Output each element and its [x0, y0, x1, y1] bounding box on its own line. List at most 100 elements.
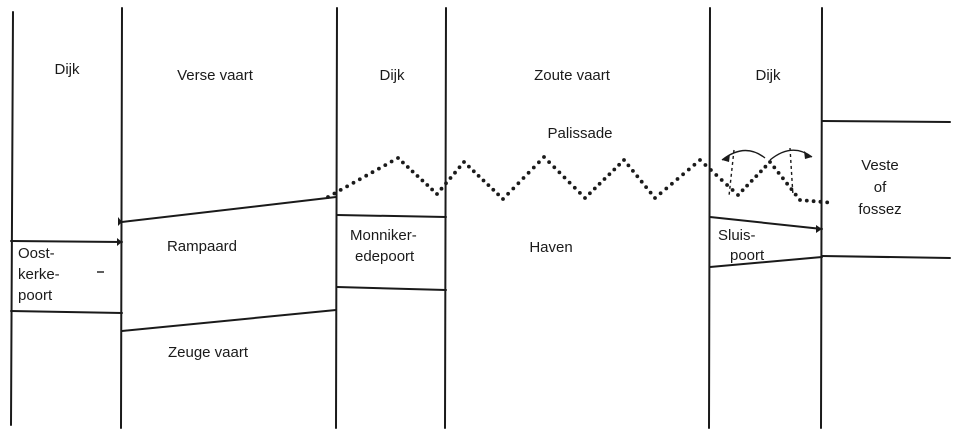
vertical-line-5: [708, 7, 711, 429]
palissade-dot: [420, 178, 425, 183]
vertical-line-4: [444, 7, 447, 429]
palissade-dot: [622, 158, 626, 162]
palissade-dot: [415, 174, 420, 178]
gate-arrow-left: [722, 154, 730, 162]
palissade-dot: [338, 188, 343, 192]
label-haven: Haven: [529, 239, 572, 256]
palissade-dot: [405, 165, 410, 169]
palissade-dot: [583, 196, 587, 200]
palissade-dot: [364, 173, 369, 178]
palissade-dot: [725, 183, 729, 187]
sluice-gates: [721, 147, 813, 197]
labels: Dijk Verse vaart Dijk Zoute vaart Dijk P…: [18, 61, 902, 361]
palissade-dot: [552, 165, 557, 170]
label-sluispoort-2: poort: [730, 247, 765, 264]
label-sluispoort-1: Sluis-: [718, 227, 756, 244]
palissade-dot: [496, 192, 500, 197]
palissade-dot: [658, 191, 663, 196]
palissade-dot: [389, 159, 394, 164]
label-rampaard: Rampaard: [167, 238, 237, 255]
label-zeuge-vaart: Zeuge vaart: [168, 344, 249, 361]
palissade-dot: [703, 163, 708, 167]
palissade-zigzag: [326, 155, 830, 205]
gate-post-left: [728, 149, 735, 197]
arrow-mark-rampaard: [118, 217, 122, 226]
palissade-dot: [377, 166, 381, 171]
palissade-dot: [396, 156, 400, 160]
palissade-dot: [401, 160, 405, 165]
palissade-dot: [453, 170, 457, 175]
palissade-dot: [740, 188, 745, 193]
label-palissade: Palissade: [547, 125, 612, 142]
palissade-dot: [351, 180, 356, 185]
palissade-dot: [602, 177, 607, 181]
oostkerkepoort-top-line: [10, 240, 123, 243]
palissade-dot: [537, 160, 541, 165]
palissade-dot: [435, 192, 439, 196]
arrow-marks: [117, 217, 822, 246]
palissade-dot: [526, 170, 531, 175]
palissade-dot: [785, 181, 789, 186]
monnikeredepoort-bottom-line: [336, 286, 447, 291]
palissade-dot: [357, 177, 362, 182]
palissade-dot: [572, 185, 577, 190]
palissade-dot: [653, 196, 657, 200]
palissade-dot: [567, 180, 572, 185]
label-veste: Veste: [861, 157, 899, 174]
palissade-dot: [547, 160, 551, 165]
palissade-dot: [332, 191, 337, 196]
palissade-dot: [749, 179, 754, 183]
label-monnikeredepoort-2: edepoort: [355, 248, 415, 265]
label-oostkerke-3: poort: [18, 287, 53, 304]
palissade-dot: [675, 177, 680, 181]
palissade-dot: [506, 191, 510, 196]
palissade-dot: [557, 170, 562, 175]
arrow-mark-sluis: [816, 225, 822, 233]
palissade-dot: [345, 184, 349, 189]
palissade-dot: [467, 164, 471, 169]
palissade-dot: [444, 181, 448, 186]
label-verse-vaart: Verse vaart: [177, 67, 254, 84]
palissade-dot: [745, 183, 749, 188]
palissade-dot: [648, 190, 653, 195]
label-oostkerke-1: Oost-: [18, 245, 55, 262]
palissade-dot: [754, 174, 759, 179]
rampaard-bottom-line: [121, 309, 337, 332]
veste-bottom-line: [821, 255, 951, 259]
palissade-dot: [670, 181, 674, 186]
label-oostkerke-2: kerke-: [18, 266, 60, 283]
label-monnikeredepoort-1: Monniker-: [350, 227, 417, 244]
palissade-dot: [439, 186, 444, 191]
palissade-dot: [714, 173, 719, 177]
label-veste-of: of: [874, 179, 887, 196]
palissade-dot: [644, 185, 648, 190]
palissade-dot: [776, 171, 781, 175]
palissade-dot: [521, 176, 526, 180]
palissade-dot: [631, 169, 635, 173]
structure-lines: [10, 120, 951, 332]
vertical-line-1: [10, 11, 14, 426]
vertical-line-2: [120, 7, 123, 429]
palissade-dot: [383, 163, 388, 168]
palissade-dot: [681, 172, 685, 177]
palissade-dot: [825, 200, 830, 205]
palissade-dot: [430, 187, 434, 192]
palissade-dot: [686, 167, 691, 172]
palissade-dot: [730, 188, 735, 192]
sluispoort-top-line: [709, 216, 823, 230]
palissade-dot: [763, 164, 768, 169]
label-dijk-3: Dijk: [756, 67, 781, 84]
palissade-dot: [457, 165, 462, 170]
arrow-mark-oostkerke: [117, 238, 122, 246]
palissade-dot: [793, 192, 798, 197]
palissade-dot: [516, 181, 521, 186]
vertical-lines: [10, 7, 823, 429]
palissade-dot: [481, 178, 486, 183]
gate-post-right: [789, 147, 794, 197]
palissade-dot: [635, 174, 640, 179]
palissade-dot: [476, 174, 481, 178]
palissade-dot: [811, 199, 816, 204]
palissade-dot: [542, 155, 546, 159]
palissade-dot: [617, 162, 621, 167]
sluispoort-bottom-line: [709, 256, 823, 268]
